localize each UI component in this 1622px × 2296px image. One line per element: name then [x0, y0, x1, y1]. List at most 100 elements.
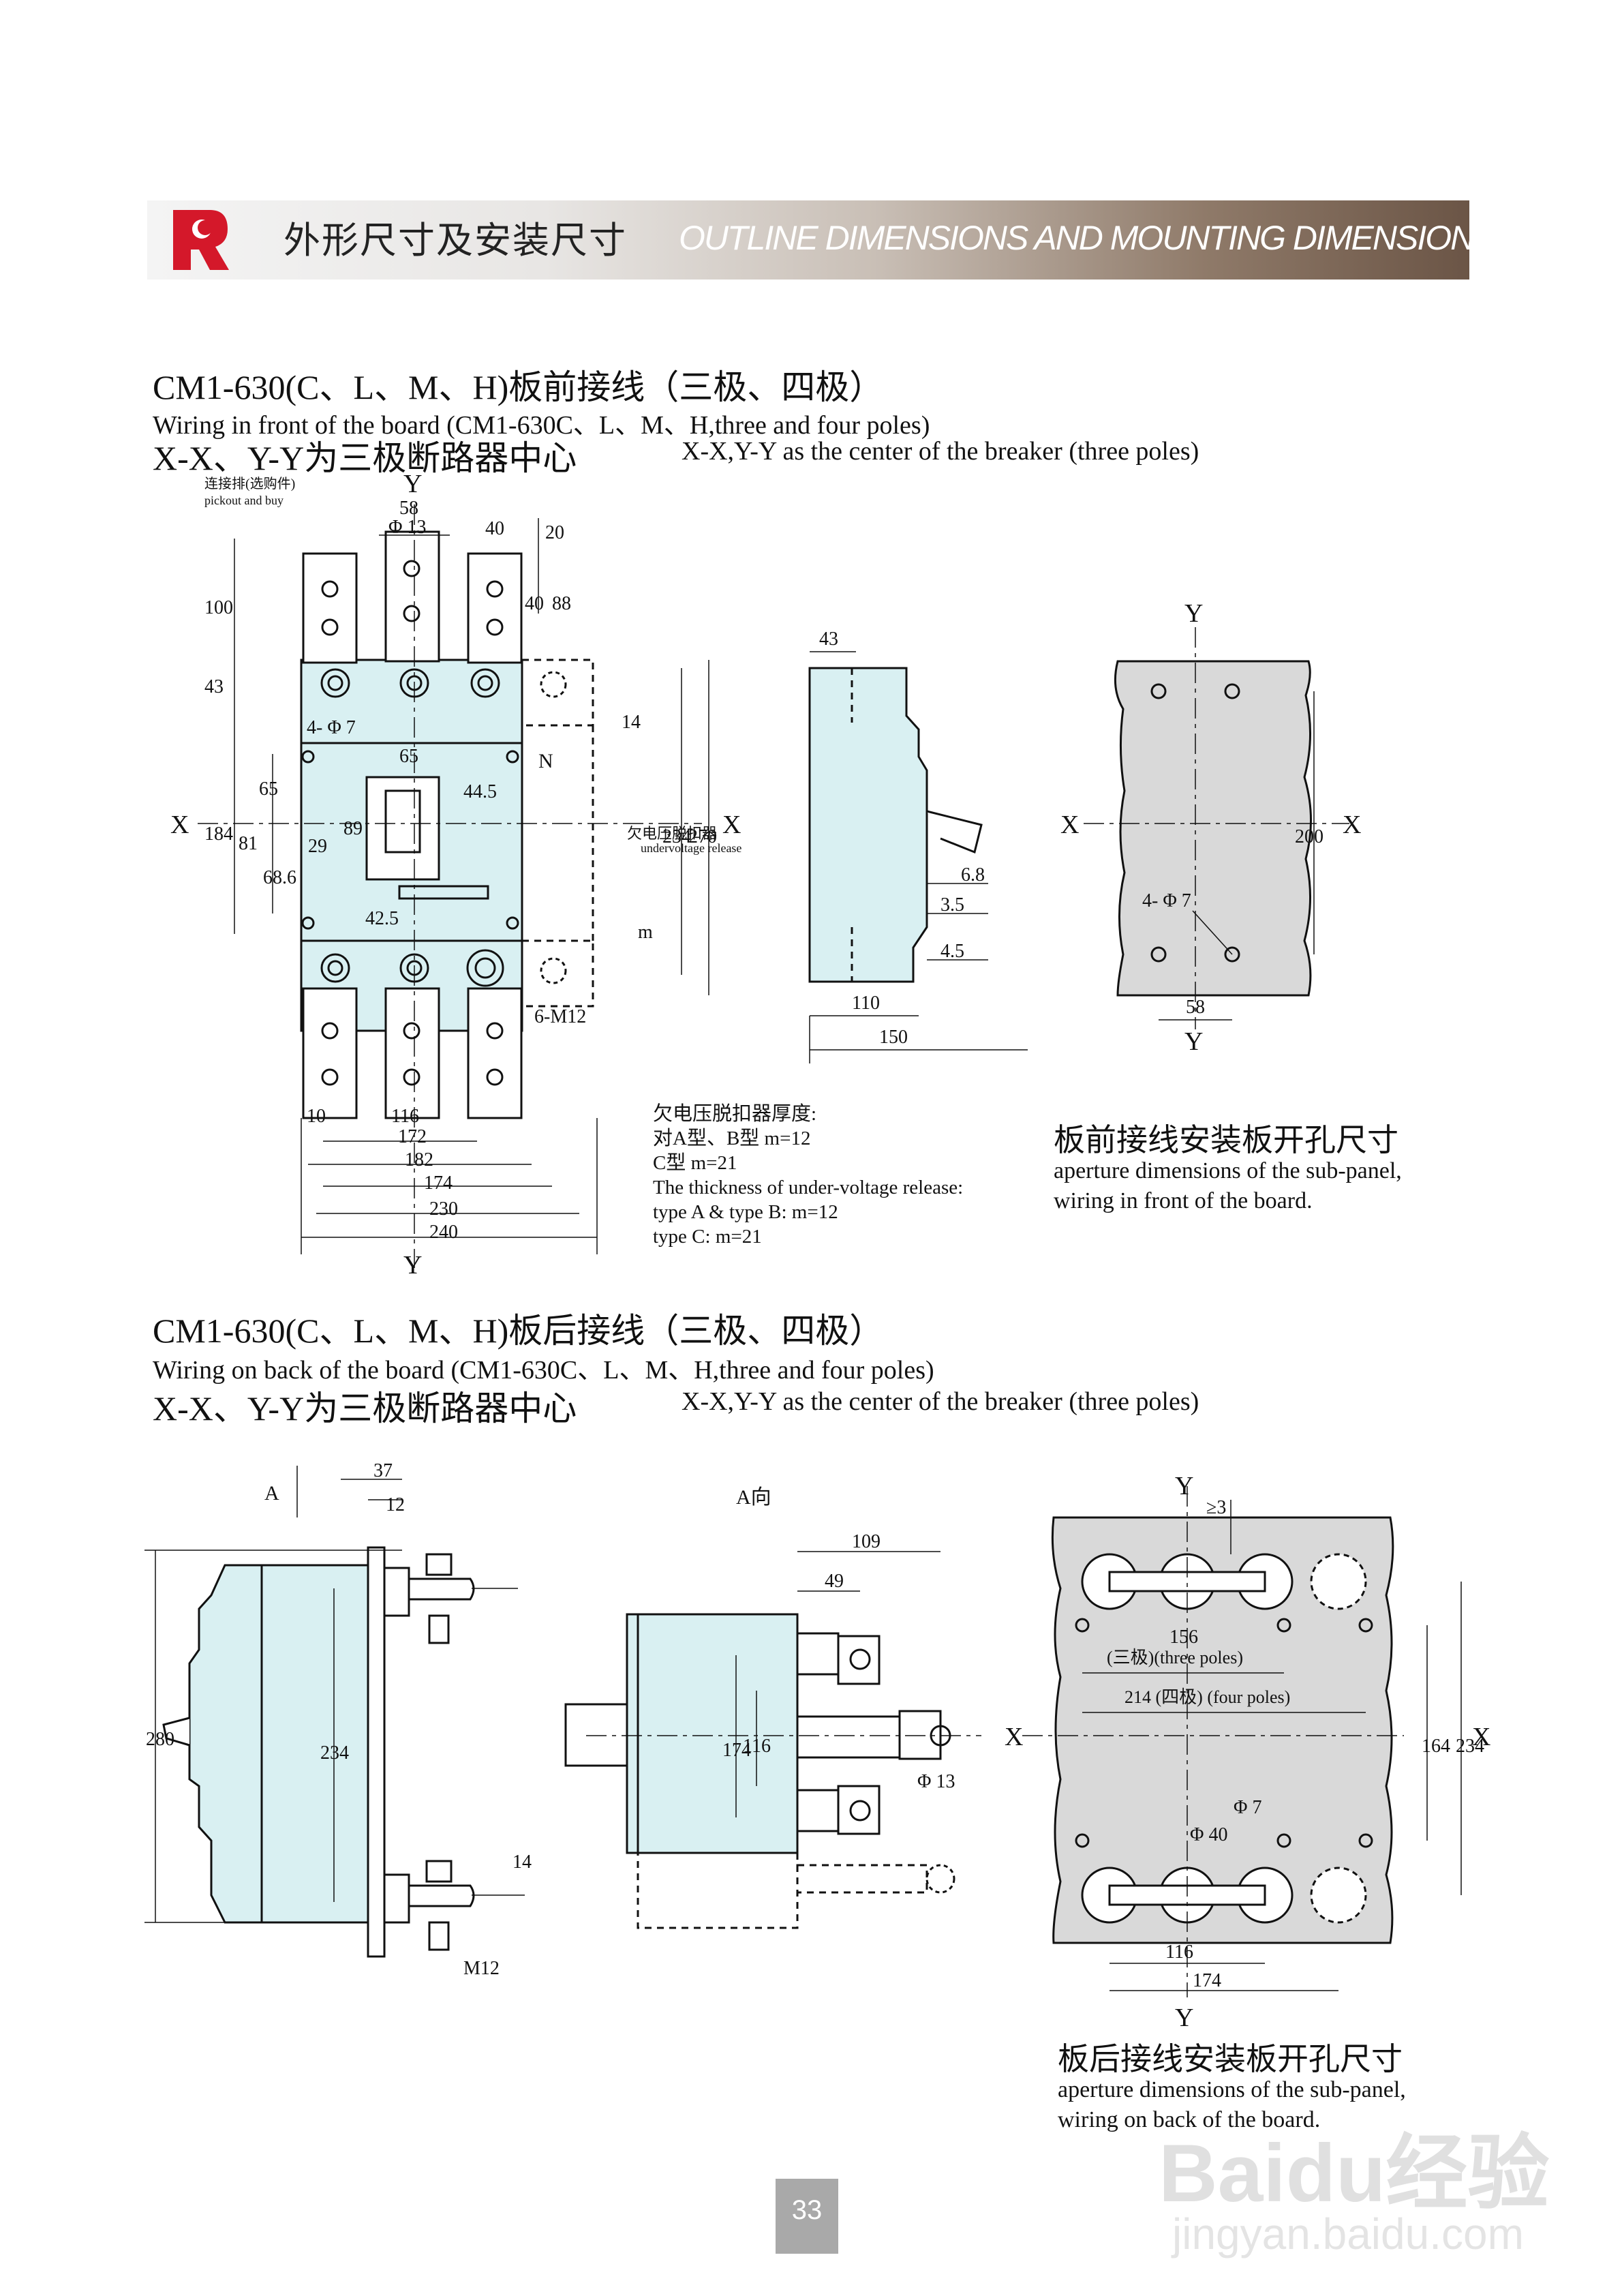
axis-y-top: Y — [403, 470, 422, 498]
note-line: type A & type B: m=12 — [653, 1201, 838, 1223]
page-number: 33 — [791, 2195, 823, 2225]
dim-184: 184 — [204, 824, 233, 845]
view-a-label: A向 — [736, 1486, 771, 1509]
note-line: type C: m=21 — [653, 1226, 762, 1248]
dim-174: 174 — [424, 1173, 453, 1194]
panel2-axis-y-bottom: Y — [1175, 2004, 1193, 2032]
dim-68-6: 68.6 — [263, 867, 296, 888]
side-dim-4-5: 4.5 — [940, 941, 964, 962]
m-label: m — [638, 922, 653, 943]
company-logo-icon — [173, 210, 229, 270]
uv-release-en: undervoltage release — [641, 841, 741, 855]
dim-240: 240 — [429, 1222, 458, 1243]
side-dim-3-5: 3.5 — [940, 894, 964, 916]
side-dim-110: 110 — [852, 993, 880, 1014]
header-title-cn: 外形尺寸及安装尺寸 — [284, 219, 627, 262]
axis-x-left: X — [170, 811, 189, 839]
dim-10: 10 — [307, 1106, 326, 1127]
panel-axis-x-left: X — [1060, 811, 1079, 839]
dim-phi40: Φ 40 — [1190, 1824, 1227, 1845]
section2-center-cn: X-X、Y-Y为三极断路器中心 — [153, 1389, 577, 1428]
watermark-sub: jingyan.baidu.com — [1172, 2209, 1524, 2259]
header-title-en: OUTLINE DIMENSIONS AND MOUNTING DIMENSIO… — [679, 219, 1497, 257]
panel-axis-x-right: X — [1343, 811, 1361, 839]
section2-center-en: X-X,Y-Y as the center of the breaker (th… — [682, 1387, 1199, 1416]
dim-164: 164 — [1422, 1736, 1450, 1757]
dim-81: 81 — [239, 833, 258, 854]
dim-182: 182 — [405, 1149, 433, 1170]
undervoltage-note: 欠电压脱扣器厚度: 对A型、B型 m=12 C型 m=21 The thickn… — [653, 1102, 963, 1249]
section2-caption-cn: 板后接线安装板开孔尺寸 — [1058, 2040, 1403, 2077]
section-header-band: 外形尺寸及安装尺寸 OUTLINE DIMENSIONS AND MOUNTIN… — [147, 200, 1497, 280]
note-line: C型 m=21 — [653, 1152, 737, 1174]
caption-line: aperture dimensions of the sub-panel, — [1054, 1158, 1402, 1183]
dim-58: 58 — [399, 498, 418, 519]
dim-230: 230 — [429, 1198, 458, 1220]
dim-89: 89 — [343, 818, 363, 839]
dim-m12: M12 — [463, 1958, 500, 1979]
panel2-axis-x: X — [1472, 1723, 1490, 1751]
dim-29: 29 — [308, 836, 327, 857]
panel-dim-58: 58 — [1186, 997, 1205, 1018]
panel-dim-4phi7: 4- Φ 7 — [1142, 890, 1191, 911]
dim-65b: 65 — [259, 779, 278, 800]
dim-four-poles: 214 (四极) (four poles) — [1124, 1687, 1290, 1707]
dim-109: 109 — [852, 1531, 881, 1552]
note-line: 欠电压脱扣器厚度: — [653, 1103, 817, 1125]
dim-234: 234 — [662, 826, 691, 847]
dim-280: 280 — [146, 1729, 174, 1750]
panel2-axis-y-top: Y — [1175, 1472, 1193, 1500]
watermark-main: Baidu经验 — [1159, 2128, 1550, 2219]
note-line: The thickness of under-voltage release: — [653, 1177, 964, 1198]
section1-center-en: X-X,Y-Y as the center of the breaker (th… — [682, 437, 1199, 466]
dim-116: 116 — [391, 1106, 419, 1127]
view-a-arrow-label: A — [264, 1482, 279, 1505]
panel-dim-200: 200 — [1295, 826, 1323, 847]
dim-ge3: ≥3 — [1206, 1497, 1226, 1518]
dim-88: 88 — [552, 593, 571, 614]
dim-234b: 234 — [1456, 1736, 1484, 1757]
section2-title-cn: CM1-630(C、L、M、H)板后接线（三极、四极） — [153, 1312, 884, 1350]
dim-37: 37 — [373, 1460, 393, 1481]
side-dim-6-8: 6.8 — [961, 864, 985, 886]
dim-phi7: Φ 7 — [1234, 1797, 1261, 1818]
watermark: Baidu经验 jingyan.baidu.com — [1159, 2079, 1608, 2277]
dim-40: 40 — [485, 518, 504, 539]
dim-43: 43 — [204, 676, 224, 697]
uv-release-cn: 欠电压脱扣器 — [627, 825, 717, 842]
dim-phi13: Φ 13 — [917, 1771, 955, 1792]
dim-234: 234 — [320, 1742, 349, 1764]
axis-y-bottom: Y — [403, 1251, 422, 1280]
section2-caption-en: aperture dimensions of the sub-panel, wi… — [1058, 2075, 1406, 2135]
dim-174: 174 — [722, 1740, 751, 1761]
dim-172: 172 — [398, 1126, 427, 1147]
n-pole-label: N — [538, 750, 553, 772]
dim-49: 49 — [825, 1571, 844, 1592]
dim-14: 14 — [512, 1852, 532, 1873]
dim-42-5: 42.5 — [365, 908, 399, 929]
dim-14: 14 — [622, 712, 641, 733]
note-line: 对A型、B型 m=12 — [653, 1128, 811, 1149]
dim-174b: 174 — [1193, 1970, 1221, 1991]
axis-x-right: X — [722, 811, 741, 839]
pickout-label-en: pickout and buy — [204, 494, 284, 507]
dim-4phi7: 4- Φ 7 — [307, 717, 356, 738]
dim-270: 270 — [688, 826, 717, 847]
dim-12: 12 — [386, 1494, 405, 1515]
view-a-axis-x: X — [1005, 1723, 1023, 1751]
section1-caption-cn: 板前接线安装板开孔尺寸 — [1054, 1121, 1398, 1158]
side-dim-150: 150 — [879, 1027, 908, 1048]
pickout-label-cn: 连接排(选购件) — [204, 476, 295, 492]
dim-65: 65 — [399, 746, 418, 767]
caption-line: wiring in front of the board. — [1054, 1188, 1313, 1213]
dim-116: 116 — [743, 1736, 771, 1757]
caption-line: wiring on back of the board. — [1058, 2107, 1321, 2132]
section1-center-cn: X-X、Y-Y为三极断路器中心 — [153, 439, 577, 477]
section2-title-en: Wiring on back of the board (CM1-630C、L、… — [153, 1356, 934, 1385]
section1-title-cn: CM1-630(C、L、M、H)板前接线（三极、四极） — [153, 368, 884, 406]
side-dim-43: 43 — [819, 629, 838, 650]
page-number-box: 33 — [776, 2179, 838, 2254]
dim-44-5: 44.5 — [463, 781, 497, 802]
